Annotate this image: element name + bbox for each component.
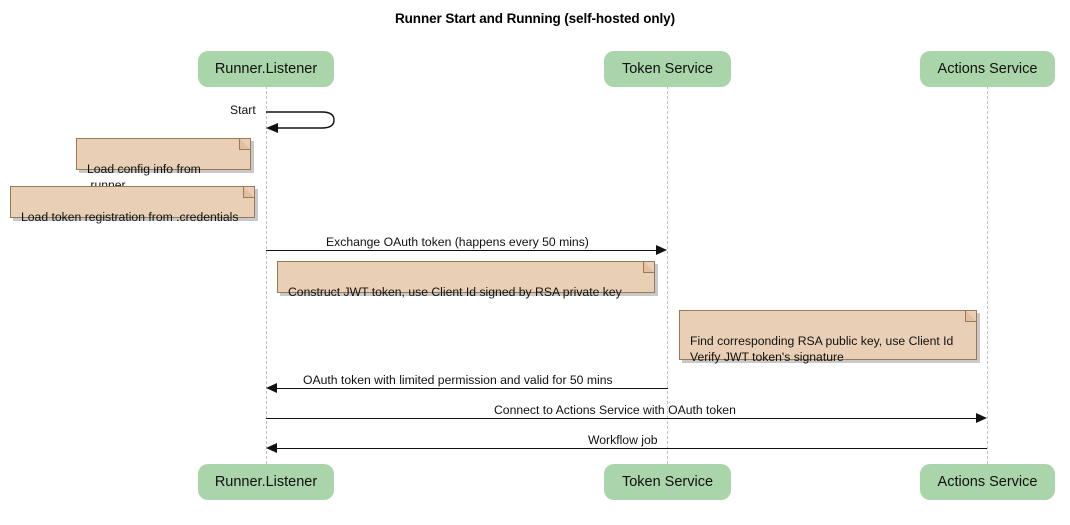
page-title: Runner Start and Running (self-hosted on… bbox=[395, 11, 675, 26]
message-line-workflow-job bbox=[277, 448, 987, 449]
arrowhead-right-icon bbox=[976, 413, 987, 423]
participant-label: Token Service bbox=[621, 61, 714, 77]
note-text: Load token registration from .credential… bbox=[21, 210, 239, 224]
message-start-self-loop bbox=[264, 106, 344, 134]
message-label-start: Start bbox=[230, 103, 256, 117]
note-fold-corner-icon bbox=[643, 261, 655, 273]
note-text: Find corresponding RSA public key, use C… bbox=[690, 334, 954, 364]
participant-token-top[interactable]: Token Service bbox=[604, 51, 731, 87]
message-label-oauth-token-response: OAuth token with limited permission and … bbox=[303, 373, 613, 387]
arrowhead-left-icon bbox=[266, 383, 277, 393]
note-construct-jwt: Construct JWT token, use Client Id signe… bbox=[277, 261, 655, 299]
note-verify-jwt: Find corresponding RSA public key, use C… bbox=[679, 310, 977, 364]
message-label-workflow-job: Workflow job bbox=[588, 433, 658, 447]
lifeline-actions bbox=[987, 86, 988, 464]
note-fold-corner-icon bbox=[243, 186, 255, 198]
arrowhead-right-icon bbox=[656, 245, 667, 255]
note-fold-corner-icon bbox=[239, 138, 251, 150]
participant-actions-top[interactable]: Actions Service bbox=[920, 51, 1055, 87]
lifeline-token bbox=[667, 86, 668, 464]
note-text: Construct JWT token, use Client Id signe… bbox=[288, 285, 622, 299]
participant-runner-top[interactable]: Runner.Listener bbox=[198, 51, 334, 87]
participant-label: Token Service bbox=[621, 474, 714, 490]
message-label-connect-actions-service: Connect to Actions Service with OAuth to… bbox=[494, 403, 736, 417]
note-fold-corner-icon bbox=[965, 310, 977, 322]
message-line-exchange-oauth-token bbox=[266, 250, 658, 251]
participant-label: Runner.Listener bbox=[214, 61, 318, 77]
message-line-oauth-token-response bbox=[277, 388, 668, 389]
participant-actions-bottom[interactable]: Actions Service bbox=[920, 464, 1055, 500]
arrowhead-left-icon bbox=[266, 443, 277, 453]
note-load-config: Load config info from .runner bbox=[76, 138, 251, 192]
lifeline-runner bbox=[266, 86, 267, 464]
message-label-exchange-oauth-token: Exchange OAuth token (happens every 50 m… bbox=[326, 235, 589, 249]
participant-runner-bottom[interactable]: Runner.Listener bbox=[198, 464, 334, 500]
participant-label: Runner.Listener bbox=[214, 474, 318, 490]
participant-token-bottom[interactable]: Token Service bbox=[604, 464, 731, 500]
message-line-connect-actions-service bbox=[266, 418, 978, 419]
participant-label: Actions Service bbox=[937, 61, 1038, 77]
participant-label: Actions Service bbox=[937, 474, 1038, 490]
note-load-token-registration: Load token registration from .credential… bbox=[10, 186, 255, 224]
